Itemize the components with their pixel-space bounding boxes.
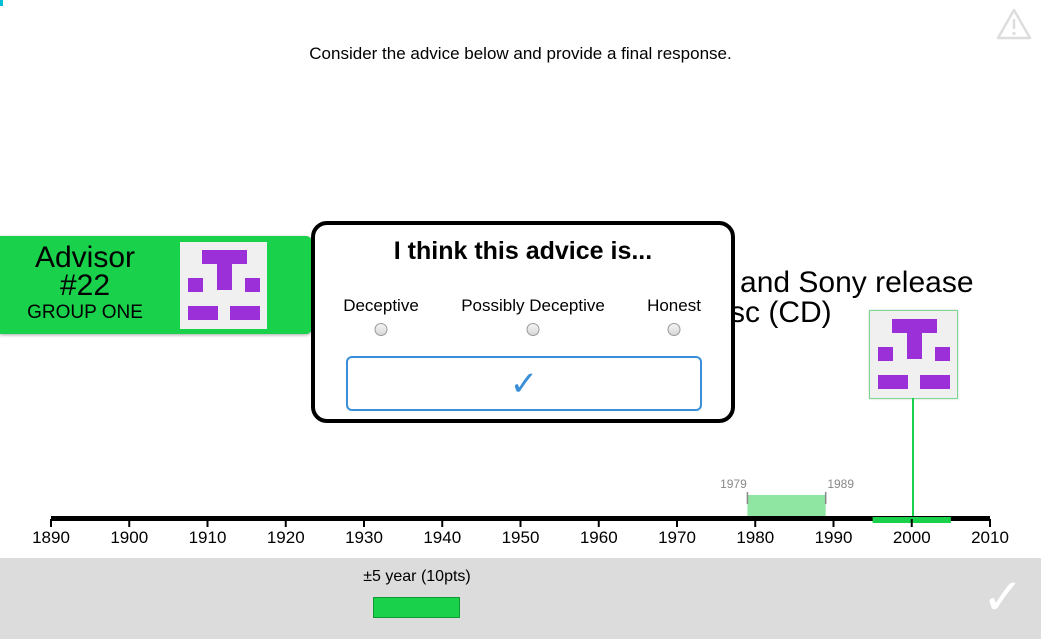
timeline-tick-label: 1980 <box>736 528 774 547</box>
timeline-tick-label: 1960 <box>580 528 618 547</box>
timeline-tick-label: 2000 <box>893 528 931 547</box>
guess-marker-avatar-icon[interactable] <box>869 310 958 399</box>
checkmark-icon: ✓ <box>509 365 539 403</box>
timeline-tick-label: 1950 <box>502 528 540 547</box>
timeline-tick-label: 1920 <box>267 528 305 547</box>
timeline-tick-label: 1940 <box>423 528 461 547</box>
advice-range-end-label: 1989 <box>827 477 854 491</box>
advice-range-start-label: 1979 <box>720 477 747 491</box>
timeline[interactable]: 1979 1989 1890 1900 1910 1920 1930 1940 1950 19… <box>0 470 1041 558</box>
radio-honest[interactable] <box>667 323 681 336</box>
timeline-tick-label: 1900 <box>110 528 148 547</box>
advice-range-group: 1979 1989 <box>720 477 854 517</box>
radio-possibly-deceptive[interactable] <box>526 323 540 336</box>
option-label-possibly-deceptive: Possibly Deceptive <box>461 296 605 315</box>
advisor-number: #22 <box>59 269 111 302</box>
advisor-heading: Advisor #22 <box>14 241 156 302</box>
dialog-title: I think this advice is... <box>393 237 653 265</box>
range-size-bar[interactable] <box>373 597 460 618</box>
instruction-text: Consider the advice below and provide a … <box>309 44 732 63</box>
event-title: ps and Sony release sc (CD) <box>700 268 974 328</box>
bottom-panel: ±5 year (10pts) ✓ <box>0 558 1041 639</box>
timeline-tick-label: 1910 <box>189 528 227 547</box>
event-title-line-2: sc (CD) <box>730 296 832 329</box>
radio-deceptive[interactable] <box>374 323 388 336</box>
submit-rating-button[interactable]: ✓ <box>346 356 702 411</box>
range-size-label: ±5 year (10pts) <box>363 568 471 585</box>
timeline-tick-label: 1970 <box>658 528 696 547</box>
option-label-honest: Honest <box>647 296 701 315</box>
timeline-tick-label: 1990 <box>815 528 853 547</box>
timeline-tick-label: 2010 <box>971 528 1009 547</box>
advisor-name: Advisor <box>34 241 136 274</box>
advisor-card: Advisor #22 GROUP ONE <box>0 236 312 334</box>
advice-rating-dialog: I think this advice is... Deceptive Poss… <box>311 221 735 423</box>
corner-mark <box>0 0 3 6</box>
warning-triangle-icon[interactable] <box>996 8 1032 40</box>
advisor-avatar-icon <box>180 242 267 329</box>
confirm-checkmark-icon[interactable]: ✓ <box>982 569 1024 625</box>
guess-marker-line <box>912 398 914 518</box>
timeline-tick-label: 1930 <box>345 528 383 547</box>
option-label-deceptive: Deceptive <box>343 296 419 315</box>
advisor-group: GROUP ONE <box>27 302 143 323</box>
advice-range-bar <box>747 495 826 517</box>
timeline-ticks: 1890 1900 1910 1920 1930 1940 1950 1960 1970 1980… <box>32 519 1009 547</box>
timeline-tick-label: 1890 <box>32 528 70 547</box>
event-title-line-1: ps and Sony release <box>700 266 974 299</box>
